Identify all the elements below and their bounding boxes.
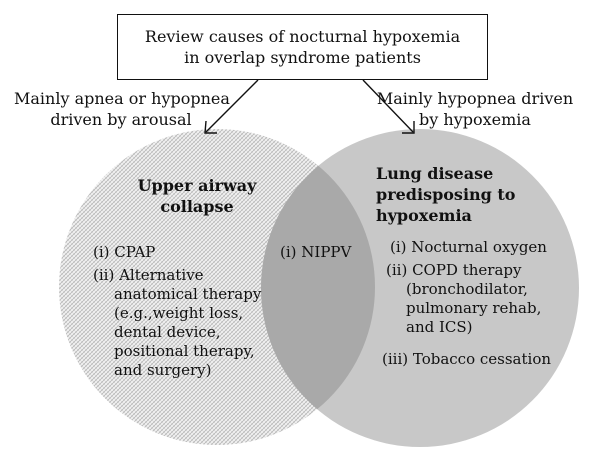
right-branch-label: Mainly hypopnea driven by hypoxemia xyxy=(376,89,574,129)
right-item-copd: (ii) COPD therapy (bronchodilator, pulmo… xyxy=(386,261,542,336)
title-box: Review causes of nocturnal hypoxemia in … xyxy=(117,14,488,80)
title-line-1: Review causes of nocturnal hypoxemia xyxy=(144,27,461,46)
overlap-item-nippv: (i) NIPPV xyxy=(280,243,352,261)
left-item-cpap: (i) CPAP xyxy=(93,243,156,261)
overlap-region xyxy=(261,129,375,445)
right-circle-heading: Lung disease predisposing to hypoxemia xyxy=(376,164,516,225)
left-item-alternative: (ii) Alternative anatomical therapy (e.g… xyxy=(93,266,262,379)
left-arrow xyxy=(204,79,259,134)
left-branch-label: Mainly apnea or hypopnea driven by arous… xyxy=(14,89,230,129)
right-arrow xyxy=(362,79,415,134)
title-line-2: in overlap syndrome patients xyxy=(184,48,421,67)
right-item-oxygen: (i) Nocturnal oxygen xyxy=(390,238,547,256)
left-circle-heading: Upper airway collapse xyxy=(137,176,257,216)
right-item-tobacco: (iii) Tobacco cessation xyxy=(382,350,552,368)
